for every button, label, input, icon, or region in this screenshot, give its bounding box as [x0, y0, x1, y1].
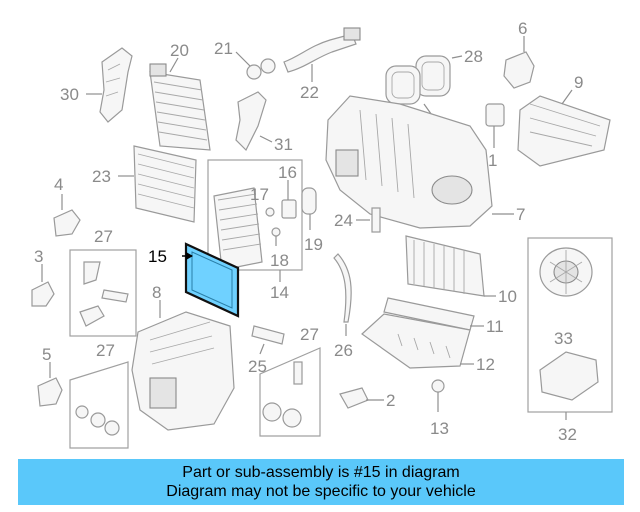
- callout-5: 5: [42, 345, 51, 364]
- part-28-gasket: 28: [415, 47, 483, 97]
- part-23-radiator: 23: [92, 145, 197, 223]
- callout-33: 33: [554, 329, 573, 348]
- part-27-kit-b: 27: [69, 341, 129, 449]
- part-10-cover: 10: [405, 235, 517, 306]
- part-20-heater-core: 20: [149, 41, 211, 151]
- part-16-valve: 16: [278, 163, 297, 219]
- callout-20: 20: [170, 41, 189, 60]
- callout-31: 31: [274, 135, 293, 154]
- part-5-actuator: 5: [37, 345, 63, 407]
- banner-line-1: Part or sub-assembly is #15 in diagram: [182, 464, 460, 481]
- callout-19: 19: [304, 235, 323, 254]
- part-31-bracket: 31: [235, 91, 293, 154]
- callout-4: 4: [54, 175, 63, 194]
- part-12-tray: 12: [361, 313, 495, 374]
- part-main-housing: [325, 95, 493, 229]
- banner-line-2: Diagram may not be specific to your vehi…: [166, 483, 476, 500]
- callout-6: 6: [518, 19, 527, 38]
- part-1-actuator: 1: [485, 103, 505, 170]
- callout-28: 28: [464, 47, 483, 66]
- part-27-kit-a: 27: [69, 227, 137, 337]
- callout-23: 23: [92, 167, 111, 186]
- part-25-clip: 25: [248, 325, 285, 376]
- callout-14: 14: [270, 283, 289, 302]
- callout-30: 30: [60, 85, 79, 104]
- callout-8: 8: [152, 283, 161, 302]
- callout-11: 11: [486, 317, 504, 336]
- part-30-bracket: 30: [60, 47, 133, 123]
- part-9-housing: 9: [517, 73, 611, 167]
- part-32-blower-kit: 32 33: [527, 237, 613, 444]
- callout-26: 26: [334, 341, 353, 360]
- callout-7: 7: [516, 205, 525, 224]
- callout-13: 13: [430, 419, 449, 438]
- part-4-actuator: 4: [53, 175, 81, 237]
- part-21-clip: 21: [214, 39, 276, 80]
- callout-9: 9: [574, 73, 583, 92]
- callout-16: 16: [278, 163, 297, 182]
- part-24-sensor: 24: [334, 207, 381, 233]
- part-26-hose: 26: [333, 253, 353, 360]
- callout-24: 24: [334, 211, 353, 230]
- part-18-seal: 18: [270, 227, 289, 270]
- part-2-resistor: 2: [339, 387, 395, 410]
- callout-22: 22: [300, 83, 319, 102]
- part-15-cabin-filter[interactable]: 15: [148, 242, 240, 318]
- callout-17: 17: [250, 185, 269, 204]
- callout-21: 21: [214, 39, 233, 58]
- part-19-seal: 19: [301, 187, 323, 254]
- callout-10: 10: [498, 287, 517, 306]
- callout-32: 32: [558, 425, 577, 444]
- part-8-lower-housing: 8: [131, 283, 235, 431]
- callout-27a: 27: [94, 227, 113, 246]
- callout-27b: 27: [96, 341, 115, 360]
- callout-27c: 27: [300, 325, 319, 344]
- part-27-kit-c: 27: [259, 325, 321, 437]
- part-6-actuator: 6: [503, 19, 535, 89]
- callout-group-7: 7: [492, 205, 525, 224]
- callout-2: 2: [386, 391, 395, 410]
- part-14-evaporator: 14: [207, 159, 303, 302]
- part-3-actuator: 3: [31, 247, 55, 307]
- callout-1: 1: [488, 151, 497, 170]
- part-22-pipe: 22: [283, 27, 361, 102]
- parts-diagram: 30 20 21 22 28 2 9 6: [31, 19, 613, 449]
- callout-18: 18: [270, 251, 289, 270]
- callout-15: 15: [148, 247, 167, 266]
- callout-12: 12: [476, 355, 495, 374]
- info-banner: Part or sub-assembly is #15 in diagram D…: [18, 459, 624, 505]
- callout-25: 25: [248, 357, 267, 376]
- part-13-sensor: 13: [430, 379, 449, 438]
- part-17-oring: 17: [250, 185, 275, 217]
- callout-3: 3: [34, 247, 43, 266]
